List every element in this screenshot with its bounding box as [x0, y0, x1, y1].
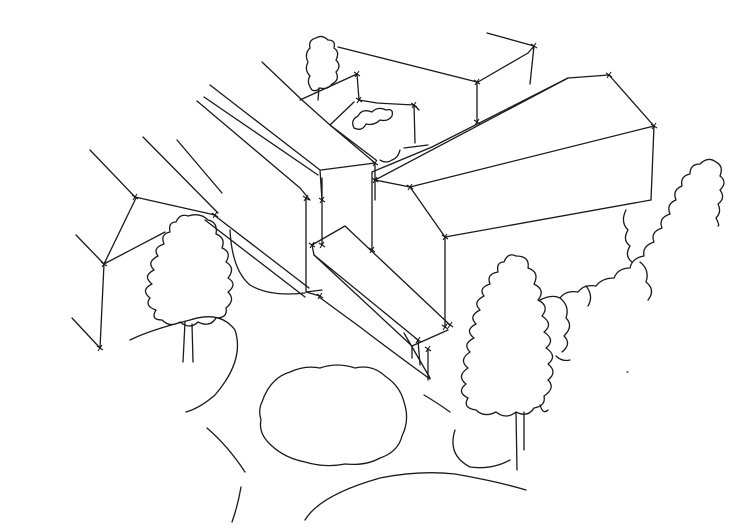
building-block-left — [196, 61, 376, 298]
vertex-tick — [368, 246, 376, 254]
connecting-bridge — [311, 225, 451, 381]
vertex-tick — [605, 71, 613, 79]
vertex-tick — [308, 241, 316, 249]
tree-cluster-far-right — [539, 158, 725, 362]
vertex-tick — [371, 176, 379, 184]
vertex-tick — [441, 323, 449, 331]
vertex-tick — [318, 196, 326, 204]
vertex-tick — [131, 193, 139, 201]
vertex-tick — [441, 233, 449, 241]
round-bush-lawn — [259, 364, 408, 467]
conifer-tree-right — [460, 254, 554, 471]
left-site-boundary — [71, 136, 223, 349]
vertex-tick — [410, 101, 418, 109]
vertex-tick — [353, 70, 361, 78]
vertex-tick — [302, 194, 310, 202]
vertex-tick — [355, 96, 363, 104]
vertex-ticks — [96, 42, 658, 353]
vertex-tick — [424, 345, 432, 353]
vertex-tick — [530, 42, 538, 50]
vertex-tick — [318, 241, 326, 249]
vertex-tick — [650, 122, 658, 130]
vertex-tick — [96, 344, 104, 352]
rooftop-terrace — [299, 32, 535, 161]
vertex-tick — [100, 260, 108, 268]
vertex-tick — [473, 118, 481, 126]
vertex-tick — [414, 336, 422, 344]
vertex-tick — [211, 211, 219, 219]
small-tree-top — [305, 35, 340, 101]
shrub-rooftop — [352, 107, 429, 163]
building-block-right — [371, 74, 655, 328]
path-curves — [129, 229, 629, 523]
vertex-tick — [446, 321, 454, 329]
vertex-tick — [316, 292, 324, 300]
vertex-tick — [406, 183, 414, 191]
conifer-tree-left — [144, 214, 234, 363]
vertex-tick — [473, 78, 481, 86]
vertex-tick — [371, 159, 379, 167]
